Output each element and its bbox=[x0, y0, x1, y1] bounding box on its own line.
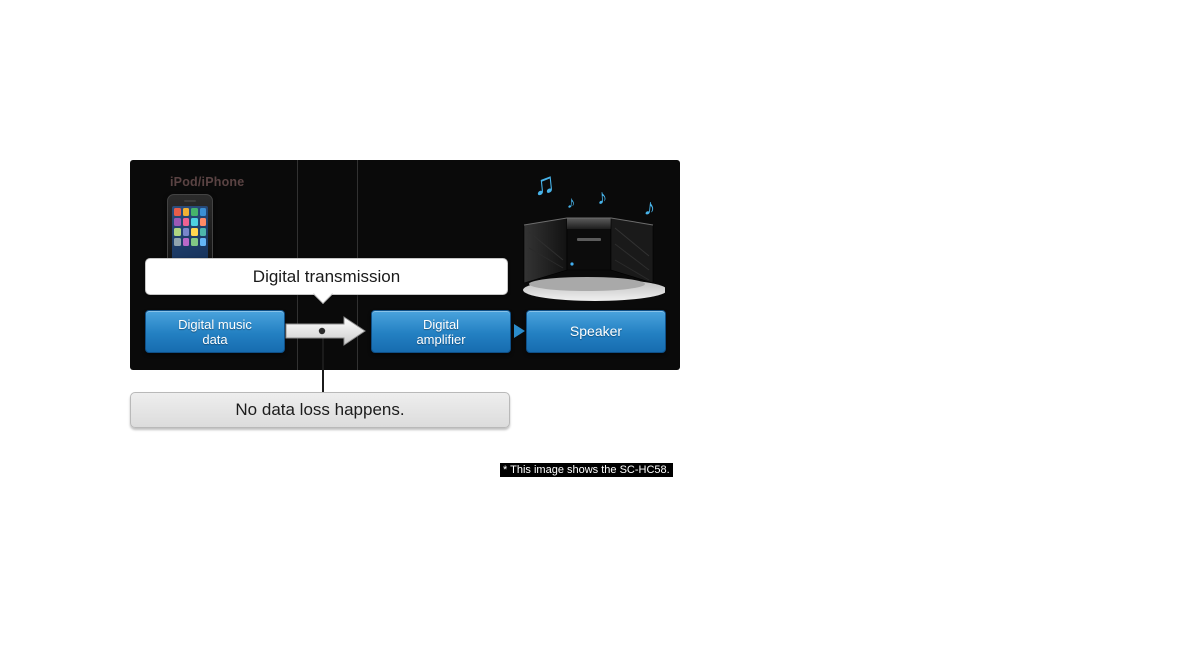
stereo-display bbox=[577, 238, 601, 241]
transmission-point-dot bbox=[318, 327, 326, 335]
result-box: No data loss happens. bbox=[130, 392, 510, 428]
play-triangle-icon bbox=[514, 324, 525, 338]
flow-arrow-icon bbox=[285, 316, 366, 346]
digital-amplifier-label-line1: Digital bbox=[422, 316, 460, 332]
iphone-earpiece-icon bbox=[184, 200, 196, 202]
stereo-system-icon bbox=[523, 217, 665, 301]
iphone-screen bbox=[172, 206, 208, 268]
music-note-icon: ♪ bbox=[596, 185, 609, 210]
digital-amplifier-label-line2: amplifier bbox=[416, 331, 466, 347]
arrow-shape bbox=[285, 316, 366, 346]
music-note-icon: ♪ bbox=[566, 192, 577, 213]
stereo-top-edge-highlight bbox=[523, 217, 654, 226]
digital-music-data-box: Digital music data bbox=[145, 310, 285, 353]
speaker-label: Speaker bbox=[569, 323, 623, 339]
stereo-power-led bbox=[570, 262, 574, 266]
transmission-callout: Digital transmission bbox=[145, 258, 508, 304]
stereo-top-surface bbox=[567, 218, 611, 229]
result-label: No data loss happens. bbox=[235, 400, 405, 419]
digital-amplifier-box: Digital amplifier bbox=[371, 310, 511, 353]
footnote: * This image shows the SC-HC58. bbox=[500, 463, 673, 477]
stereo-right-speaker bbox=[610, 217, 654, 284]
music-note-icon: ♫ bbox=[531, 166, 558, 203]
device-label: iPod/iPhone bbox=[170, 175, 245, 189]
connector-line bbox=[322, 331, 324, 392]
speaker-box: Speaker bbox=[526, 310, 666, 353]
iphone-app-grid bbox=[174, 208, 206, 246]
transmission-label: Digital transmission bbox=[252, 266, 401, 286]
stereo-left-speaker bbox=[523, 217, 568, 284]
digital-music-data-label-line1: Digital music bbox=[178, 316, 252, 332]
stereo-stand bbox=[529, 277, 645, 291]
digital-music-data-label-line2: data bbox=[202, 331, 228, 347]
